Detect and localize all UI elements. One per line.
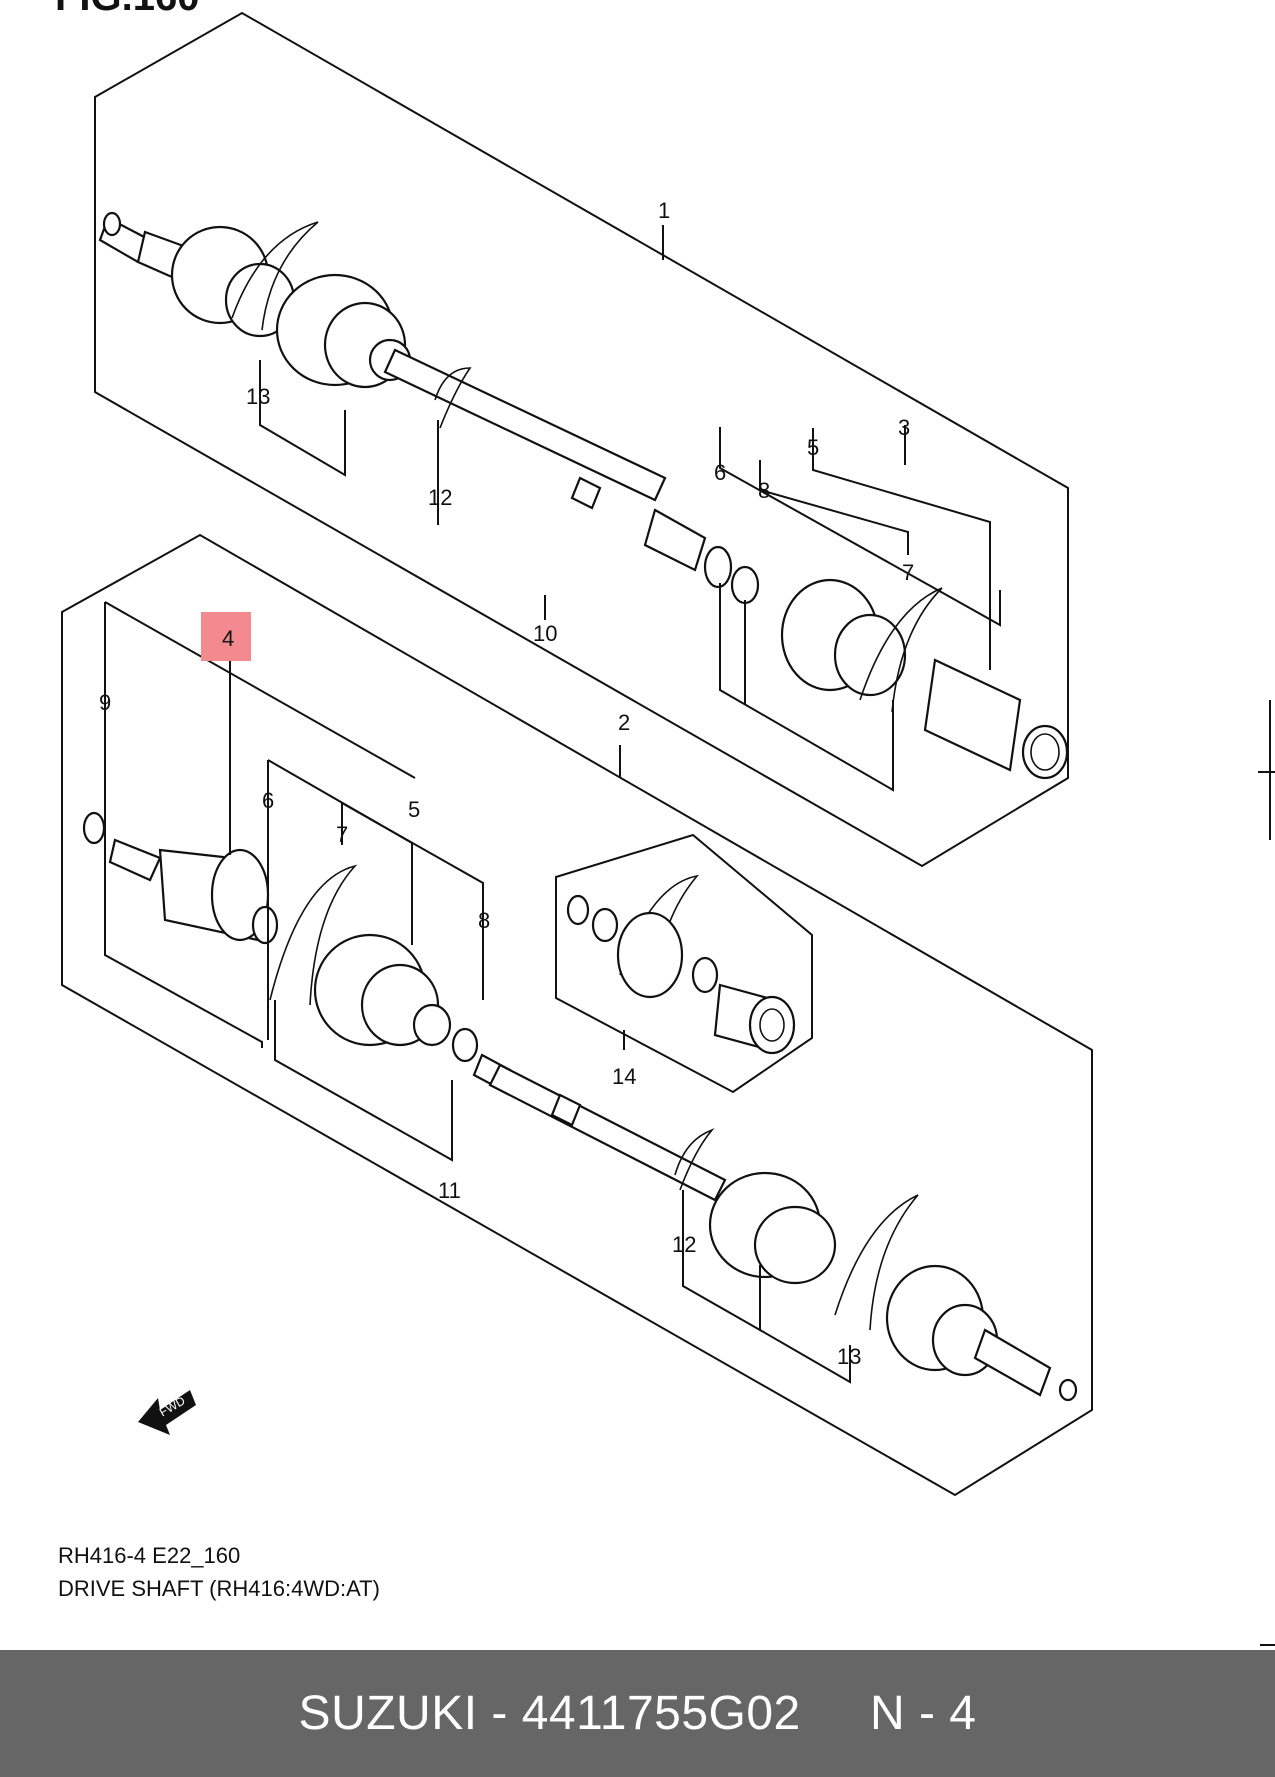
callout-9: 9 — [99, 690, 111, 715]
callout-4: 4 — [222, 626, 234, 651]
lower-drive-shaft — [82, 811, 1078, 1402]
callout-11: 11 — [438, 1178, 461, 1203]
assembly-2-frame — [61, 533, 1093, 1497]
upper-drive-shaft — [98, 211, 1069, 780]
fwd-arrow-icon: FWD — [138, 1390, 196, 1435]
callout-1: 1 — [658, 198, 670, 223]
diagram-title: DRIVE SHAFT (RH416:4WD:AT) — [58, 1576, 380, 1601]
footer-brand: SUZUKI — [298, 1687, 478, 1740]
highlighted-callout-4[interactable] — [201, 612, 251, 661]
footer-bar: SUZUKI - 4411755G02 N - 4 — [0, 1650, 1275, 1777]
kit-14-frame — [555, 833, 813, 1094]
callout-5-upper: 5 — [807, 435, 819, 460]
exploded-parts-diagram: FIG.160 — [55, 0, 1275, 1646]
callout-5-lower: 5 — [408, 797, 420, 822]
callout-12-upper: 12 — [428, 485, 452, 510]
callout-12-lower: 12 — [672, 1232, 696, 1257]
callout-2: 2 — [618, 710, 630, 735]
callout-14: 14 — [612, 1064, 636, 1089]
footer-part-number: 4411755G02 — [521, 1687, 801, 1740]
callout-3: 3 — [898, 415, 910, 440]
upper-leader-lines — [259, 225, 1001, 792]
footer-position: N - 4 — [869, 1687, 977, 1740]
right-edge-fragment — [1258, 700, 1275, 1646]
callout-13-upper: 13 — [246, 384, 270, 409]
callout-6-lower: 6 — [262, 788, 274, 813]
callout-numbers: 1 2 3 4 5 5 6 6 7 7 8 8 9 10 11 12 12 13… — [99, 198, 914, 1369]
callout-8-upper: 8 — [758, 478, 770, 503]
assembly-1-frame — [94, 11, 1069, 868]
kit-14-parts — [566, 874, 796, 1055]
callout-7-upper: 7 — [902, 560, 914, 585]
figure-title: FIG.160 — [55, 0, 200, 19]
callout-8-lower: 8 — [478, 908, 490, 933]
callout-10: 10 — [533, 621, 557, 646]
footer-separator: - — [477, 1687, 522, 1740]
diagram-code: RH416-4 E22_160 — [58, 1543, 241, 1568]
callout-6-upper: 6 — [714, 460, 726, 485]
callout-13-lower: 13 — [837, 1344, 861, 1369]
callout-7-lower: 7 — [336, 822, 348, 847]
